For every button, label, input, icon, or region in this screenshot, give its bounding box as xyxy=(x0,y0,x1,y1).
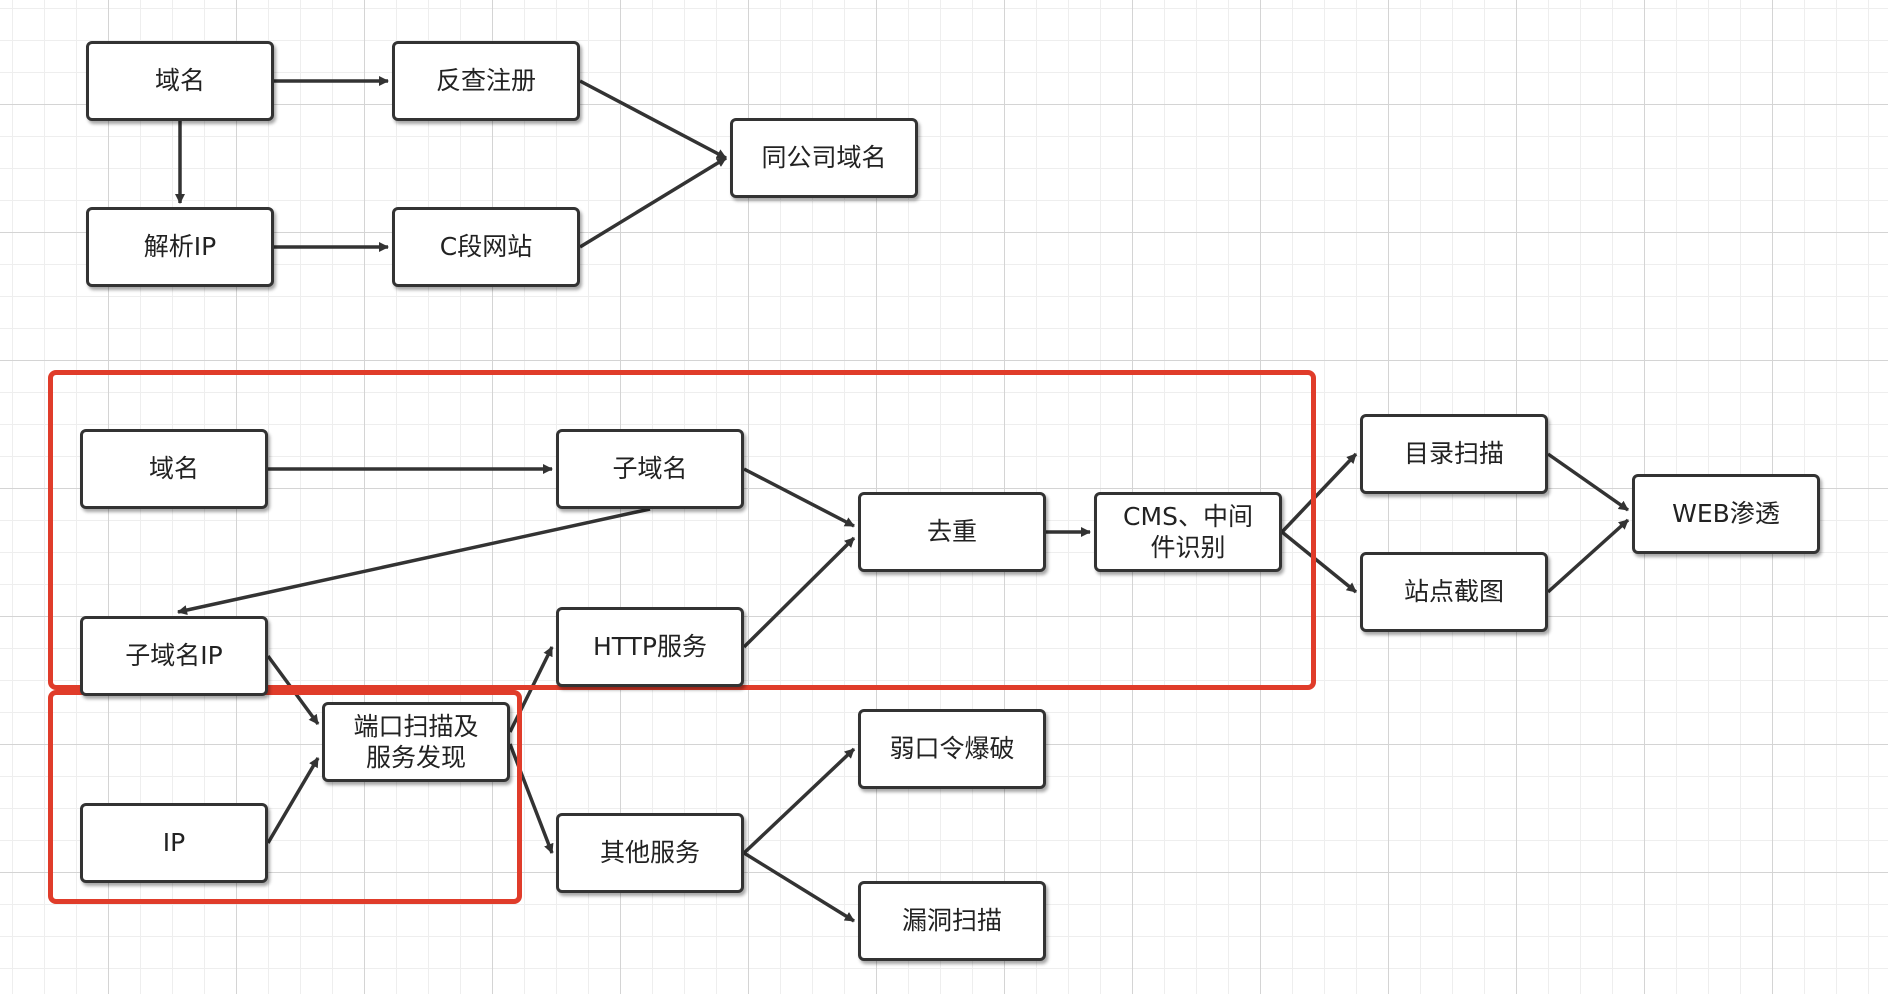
edge-ip-to-portscan xyxy=(266,757,320,844)
edge-http-to-dedup xyxy=(742,536,856,649)
node-site-screenshot[interactable]: 站点截图 xyxy=(1360,552,1548,632)
edge-portscan-to-other xyxy=(508,743,554,854)
node-directory-scan[interactable]: 目录扫描 xyxy=(1360,414,1548,494)
node-reverse-registration[interactable]: 反查注册 xyxy=(392,41,580,121)
edge-subdomain-to-dedup xyxy=(743,467,855,528)
edge-other-to-vuln xyxy=(743,851,855,923)
node-resolve-ip[interactable]: 解析IP xyxy=(86,207,274,287)
node-http-service[interactable]: HTTP服务 xyxy=(556,607,744,687)
node-subdomain[interactable]: 子域名 xyxy=(556,429,744,509)
edge-subip-to-portscan xyxy=(266,654,320,726)
node-c-segment-sites[interactable]: C段网站 xyxy=(392,207,580,287)
edge-subdomain-to-subip xyxy=(177,507,651,615)
edge-cms-to-dirscan xyxy=(1280,452,1358,534)
node-ip[interactable]: IP xyxy=(80,803,268,883)
node-vulnerability-scan[interactable]: 漏洞扫描 xyxy=(858,881,1046,961)
edge-reverse-to-samecorp xyxy=(579,79,727,160)
node-domain-top[interactable]: 域名 xyxy=(86,41,274,121)
node-other-services[interactable]: 其他服务 xyxy=(556,813,744,893)
node-domain[interactable]: 域名 xyxy=(80,429,268,509)
edge-dirscan-to-webpentest xyxy=(1546,452,1630,512)
edge-other-to-weakpwd xyxy=(742,747,856,855)
node-web-penetration[interactable]: WEB渗透 xyxy=(1632,474,1820,554)
node-weak-password-bruteforce[interactable]: 弱口令爆破 xyxy=(858,709,1046,789)
node-subdomain-ip[interactable]: 子域名IP xyxy=(80,616,268,696)
edge-cseg-to-samecorp xyxy=(579,156,727,249)
node-dedup[interactable]: 去重 xyxy=(858,492,1046,572)
edge-portscan-to-http xyxy=(508,646,554,733)
edge-screenshot-to-webpentest xyxy=(1546,518,1630,594)
node-same-company-domains[interactable]: 同公司域名 xyxy=(730,118,918,198)
node-port-scan-service-discovery[interactable]: 端口扫描及 服务发现 xyxy=(322,702,510,782)
edge-cms-to-screenshot xyxy=(1280,530,1358,594)
node-cms-middleware-identification[interactable]: CMS、中间 件识别 xyxy=(1094,492,1282,572)
